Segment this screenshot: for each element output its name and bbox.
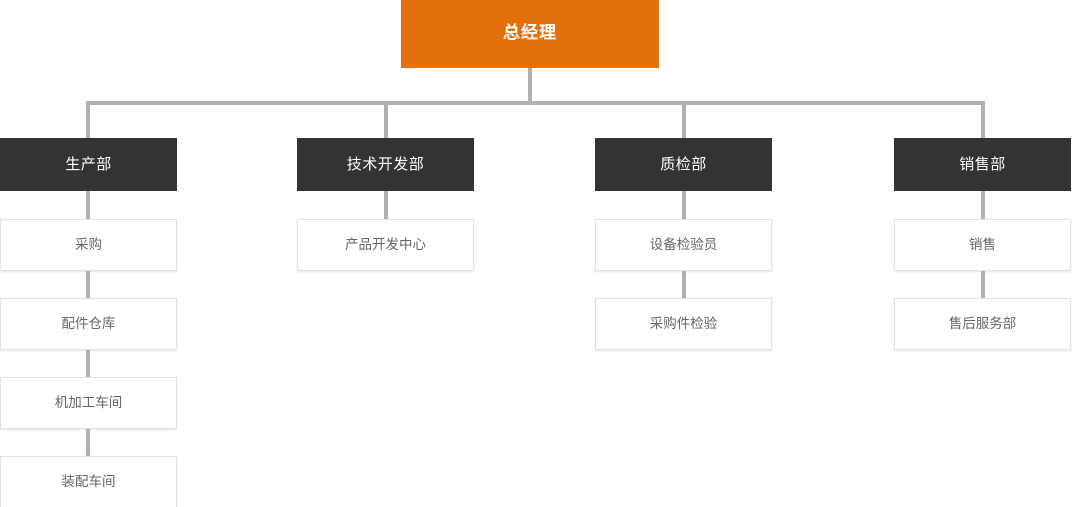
node-sub-sales-label: 销售 [969,236,996,253]
node-sub-purchased-parts-inspection[interactable]: 采购件检验 [595,298,772,350]
connector-bus-to-dept-4 [981,101,985,139]
connector-production-child-3-to-4 [86,429,90,456]
connector-bus-to-dept-2 [384,101,388,139]
node-sub-procurement-label: 采购 [75,236,102,253]
node-department-production-label: 生产部 [65,155,112,174]
node-department-quality-inspection-label: 质检部 [660,155,707,174]
node-sub-after-sales-service[interactable]: 售后服务部 [894,298,1071,350]
node-sub-parts-warehouse-label: 配件仓库 [61,315,116,332]
node-root-general-manager[interactable]: 总经理 [401,0,659,68]
node-department-sales[interactable]: 销售部 [894,138,1071,191]
connector-sales-to-child-1 [981,191,985,220]
node-sub-purchased-parts-inspection-label: 采购件检验 [649,315,718,332]
connector-quality-child-1-to-2 [682,271,686,298]
node-sub-product-development-center[interactable]: 产品开发中心 [297,219,474,271]
node-sub-sales[interactable]: 销售 [894,219,1071,271]
node-sub-parts-warehouse[interactable]: 配件仓库 [0,298,177,350]
connector-production-child-1-to-2 [86,271,90,298]
node-department-quality-inspection[interactable]: 质检部 [595,138,772,191]
node-sub-machining-workshop-label: 机加工车间 [54,394,123,411]
node-sub-product-development-center-label: 产品开发中心 [345,236,426,253]
connector-bus-to-dept-1 [86,101,90,139]
connector-horizontal-bus [86,101,985,105]
node-department-production[interactable]: 生产部 [0,138,177,191]
node-sub-machining-workshop[interactable]: 机加工车间 [0,377,177,429]
node-root-label: 总经理 [503,23,557,44]
node-department-sales-label: 销售部 [959,155,1006,174]
connector-bus-to-dept-3 [682,101,686,139]
node-sub-after-sales-service-label: 售后服务部 [948,315,1017,332]
node-sub-assembly-workshop[interactable]: 装配车间 [0,456,177,507]
connector-tech-to-child-1 [384,191,388,220]
node-sub-assembly-workshop-label: 装配车间 [61,473,116,490]
connector-root-stem [528,68,532,104]
node-department-tech-development[interactable]: 技术开发部 [297,138,474,191]
node-sub-procurement[interactable]: 采购 [0,219,177,271]
connector-quality-to-child-1 [682,191,686,220]
connector-sales-child-1-to-2 [981,271,985,298]
node-sub-equipment-inspector-label: 设备检验员 [649,236,718,253]
connector-production-to-child-1 [86,191,90,220]
node-sub-equipment-inspector[interactable]: 设备检验员 [595,219,772,271]
connector-production-child-2-to-3 [86,350,90,377]
node-department-tech-development-label: 技术开发部 [346,155,425,174]
